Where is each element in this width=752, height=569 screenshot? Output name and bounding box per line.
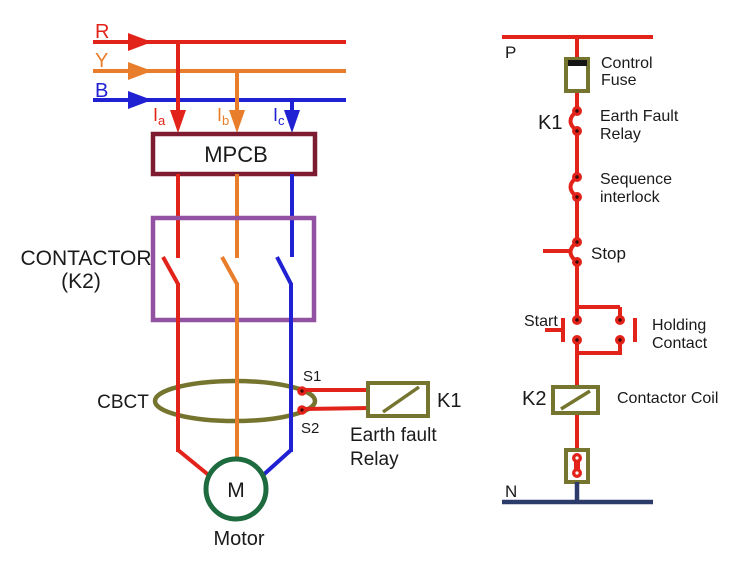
ct-wire-s2: [302, 406, 371, 411]
start-label: Start: [524, 313, 558, 330]
contact-blade-b: [275, 256, 293, 285]
interlock-label-line2: interlock: [600, 189, 661, 206]
current-ib-label: Ib: [217, 105, 229, 128]
overload-dot-top-hole: [575, 456, 579, 460]
control-fuse-box: [564, 57, 590, 93]
k1-contact-dot-top-center: [575, 109, 579, 113]
s2-label: S2: [301, 420, 319, 437]
control-fuse-label-line2: Fuse: [601, 72, 637, 89]
motor-label: Motor: [213, 528, 264, 550]
phase-r-arrow-icon: [128, 33, 152, 51]
control-fuse-label-line1: Control: [601, 55, 653, 72]
interlock-dot-bottom-center: [575, 195, 579, 199]
k1-contact-label-line1: Earth Fault: [600, 108, 679, 125]
start-holding-block: Start Holding Contact: [524, 305, 708, 355]
stop-dot-top-center: [575, 240, 579, 244]
relay-name-line1: Earth fault: [350, 425, 437, 446]
coil-tag: K2: [522, 388, 546, 410]
current-ia-arrow-icon: [170, 110, 186, 133]
coil-label: Contactor Coil: [617, 390, 718, 407]
current-ic-arrow-icon: [284, 110, 300, 133]
contactor-label-line1: CONTACTOR: [20, 247, 151, 270]
overload-dot-bottom-hole: [575, 471, 579, 475]
interlock-label-line1: Sequence: [600, 171, 672, 188]
current-ic-label: Ic: [273, 105, 285, 128]
k1-contact-dot-bottom-center: [575, 129, 579, 133]
control-fuse: Control Fuse: [564, 55, 653, 93]
motor-lead-b: [259, 448, 293, 479]
s1-label: S1: [303, 368, 321, 385]
cbct: CBCT S1 S2: [97, 368, 371, 437]
holding-dot-top-center: [618, 318, 622, 322]
stop-button: Stop: [543, 237, 626, 267]
start-dot-bottom-center: [575, 338, 579, 342]
stop-dot-bottom-center: [575, 260, 579, 264]
phase-bus: R Y B: [93, 21, 346, 109]
relay-diagonal: [382, 385, 420, 414]
mpcb-label: MPCB: [204, 142, 268, 167]
coil-diagonal: [560, 389, 591, 411]
stop-label: Stop: [591, 244, 626, 263]
motor: M Motor: [203, 456, 269, 550]
mpcb-box: [150, 131, 318, 177]
interlock-dot-top-center: [575, 175, 579, 179]
relay-name-line2: Relay: [350, 449, 399, 470]
n-label: N: [505, 482, 517, 501]
holding-label-line2: Contact: [652, 335, 708, 352]
holding-label-line1: Holding: [652, 317, 706, 334]
power-circuit: R Y B Ia Ib Ic MPCB: [20, 21, 461, 550]
p-label: P: [505, 43, 516, 62]
motor-circle: [203, 456, 269, 522]
k1-contact: K1 Earth Fault Relay: [538, 106, 679, 143]
contact-blade-r: [161, 256, 180, 285]
motor-symbol: M: [227, 479, 245, 502]
start-dot-top-center: [575, 318, 579, 322]
feeder-drops: Ia Ib Ic: [153, 42, 300, 133]
control-circuit: P Control Fuse K1 Earth Fault Relay: [502, 35, 718, 505]
motor-lead-r: [176, 448, 213, 479]
relay-tag: K1: [437, 390, 461, 412]
contactor-label-line2: (K2): [61, 270, 101, 293]
s1-terminal-dot-center: [300, 389, 304, 393]
k1-contact-label-line2: Relay: [600, 126, 641, 143]
current-ia-label: Ia: [153, 105, 166, 128]
phase-b-arrow-icon: [128, 91, 152, 109]
control-fuse-element: [568, 60, 587, 66]
phase-y-label: Y: [95, 50, 108, 72]
phase-r-label: R: [95, 21, 109, 43]
overload-element: [564, 448, 590, 484]
phase-y-arrow-icon: [128, 62, 152, 80]
s2-terminal-dot-center: [300, 408, 304, 412]
contactor-k2: CONTACTOR (K2): [20, 215, 317, 323]
sequence-interlock-contact: Sequence interlock: [568, 171, 672, 206]
k1-contact-tag: K1: [538, 112, 562, 134]
contactor-box: [150, 215, 317, 323]
contact-blade-y: [220, 256, 239, 285]
contactor-coil: K2 Contactor Coil: [522, 385, 718, 415]
holding-dot-bottom-center: [618, 338, 622, 342]
mpcb: MPCB: [150, 131, 318, 177]
earth-fault-relay: K1 Earth fault Relay: [350, 381, 461, 470]
cbct-label: CBCT: [97, 392, 149, 413]
current-ib-arrow-icon: [229, 110, 245, 133]
phase-b-label: B: [95, 80, 108, 102]
